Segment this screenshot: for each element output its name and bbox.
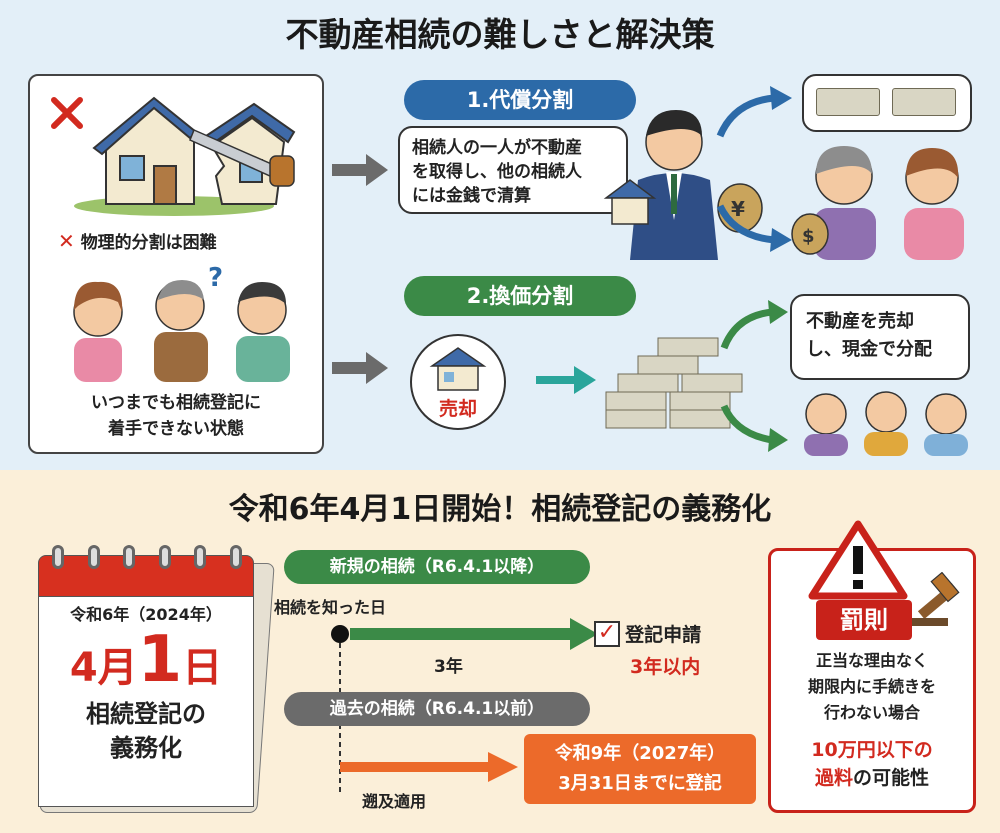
calendar-header bbox=[38, 555, 254, 597]
elderly-woman-icon bbox=[804, 393, 848, 456]
sale-tag: 売却 bbox=[438, 398, 477, 420]
dollar-moneybag-icon: $ bbox=[791, 213, 829, 255]
house-icon bbox=[429, 347, 487, 391]
calendar-rings bbox=[52, 545, 242, 569]
penalty-label: 罰則 bbox=[816, 600, 912, 640]
calendar-day: 1 bbox=[137, 623, 183, 697]
checkbox-icon: ✓ bbox=[594, 620, 620, 647]
curved-arrow-icon-4 bbox=[720, 404, 788, 452]
question-mark-icon: ? bbox=[208, 263, 223, 293]
physical-division-label: ✕ 物理的分割は困難 bbox=[58, 229, 217, 253]
svg-text:$: $ bbox=[802, 226, 815, 247]
saw-icon bbox=[189, 129, 295, 187]
registration-result: ✓ 登記申請 bbox=[594, 620, 764, 647]
curved-arrow-icon-3 bbox=[720, 300, 788, 350]
woman-icon bbox=[73, 281, 123, 382]
method2-title: 2.換価分割 bbox=[404, 276, 636, 316]
timeline bbox=[331, 618, 598, 796]
broken-house-illustration bbox=[51, 96, 296, 216]
warning-icon bbox=[808, 520, 908, 600]
stalled-label: いつまでも相続登記に 着手できない状態 bbox=[91, 393, 261, 439]
obligation-title: 令和6年4月1日開始！相続登記の義務化 bbox=[228, 492, 772, 527]
retro-arrow-icon bbox=[340, 752, 518, 782]
main-title: 不動産相続の難しさと解決策 bbox=[285, 15, 715, 54]
cash-stack-icon bbox=[605, 337, 743, 429]
man-icon-2 bbox=[236, 282, 290, 382]
calendar-day-suffix: 日 bbox=[182, 645, 223, 691]
confused-family-illustration: ? bbox=[73, 263, 290, 382]
gavel-icon bbox=[912, 572, 960, 626]
method1-description: 相続人の一人が不動産 を取得し、他の相続人 には金銭で清算 bbox=[398, 126, 628, 214]
elderly-woman-icon bbox=[814, 146, 876, 260]
heirs-group-illustration bbox=[804, 391, 968, 456]
woman-icon bbox=[904, 148, 964, 260]
calendar-era: 令和6年（2024年） bbox=[70, 605, 222, 624]
banknote-icon-2 bbox=[892, 88, 956, 116]
calendar-caption: 相続登記の 義務化 bbox=[86, 700, 206, 762]
arrow-right-icon-2 bbox=[332, 352, 388, 384]
calendar-month: 4月 bbox=[69, 645, 138, 691]
registration-deadline: 3年以内 bbox=[630, 656, 701, 678]
fine-suffix: の可能性 bbox=[853, 767, 930, 789]
start-label: 相続を知った日 bbox=[274, 598, 387, 617]
period-label: 3年 bbox=[434, 657, 463, 677]
method2-description: 不動産を売却 し、現金で分配 bbox=[790, 294, 970, 380]
other-heirs-illustration: $ bbox=[791, 146, 964, 260]
curved-arrow-icon bbox=[716, 86, 792, 138]
calendar: 令和6年（2024年） 4月1日 相続登記の 義務化 bbox=[38, 545, 275, 817]
ring-icon bbox=[158, 545, 171, 569]
man-icon bbox=[864, 391, 908, 456]
man-icon-2 bbox=[924, 393, 968, 456]
past-inheritance-label: 過去の相続（R6.4.1以前） bbox=[284, 692, 590, 726]
start-dot-icon bbox=[331, 625, 349, 643]
ring-icon bbox=[194, 545, 207, 569]
ring-icon bbox=[52, 545, 64, 569]
curved-arrow-icon-2 bbox=[716, 204, 792, 252]
fine-amount: 10万円以下の 過料 bbox=[811, 739, 933, 789]
registration-label: 登記申請 bbox=[625, 624, 702, 646]
svg-text:¥: ¥ bbox=[731, 197, 745, 221]
heir-with-house-illustration: ¥ bbox=[603, 110, 763, 260]
retro-label: 遡及適用 bbox=[362, 792, 427, 811]
new-inheritance-label: 新規の相続（R6.4.1以降） bbox=[284, 550, 590, 584]
house-icon bbox=[603, 179, 657, 225]
penalty-condition: 正当な理由なく 期限内に手続きを 行わない場合 bbox=[807, 651, 936, 722]
ring-icon bbox=[123, 545, 136, 569]
arrow-right-icon bbox=[332, 154, 388, 186]
arrow-right-icon-3 bbox=[536, 366, 596, 394]
ring-icon bbox=[87, 545, 100, 569]
calendar-page bbox=[38, 597, 254, 807]
x-mark-icon bbox=[51, 97, 83, 129]
penalty-fine: 10万円以下の 過料の可能性 bbox=[772, 736, 972, 792]
man-icon bbox=[154, 280, 208, 382]
calendar-date: 4月1日 bbox=[38, 625, 254, 711]
x-mark-icon: ✕ bbox=[58, 229, 75, 253]
banknote-icon bbox=[816, 88, 880, 116]
method1-title: 1.代償分割 bbox=[404, 80, 636, 120]
ring-icon bbox=[229, 545, 242, 569]
past-deadline: 令和9年（2027年） 3月31日までに登記 bbox=[524, 734, 756, 804]
